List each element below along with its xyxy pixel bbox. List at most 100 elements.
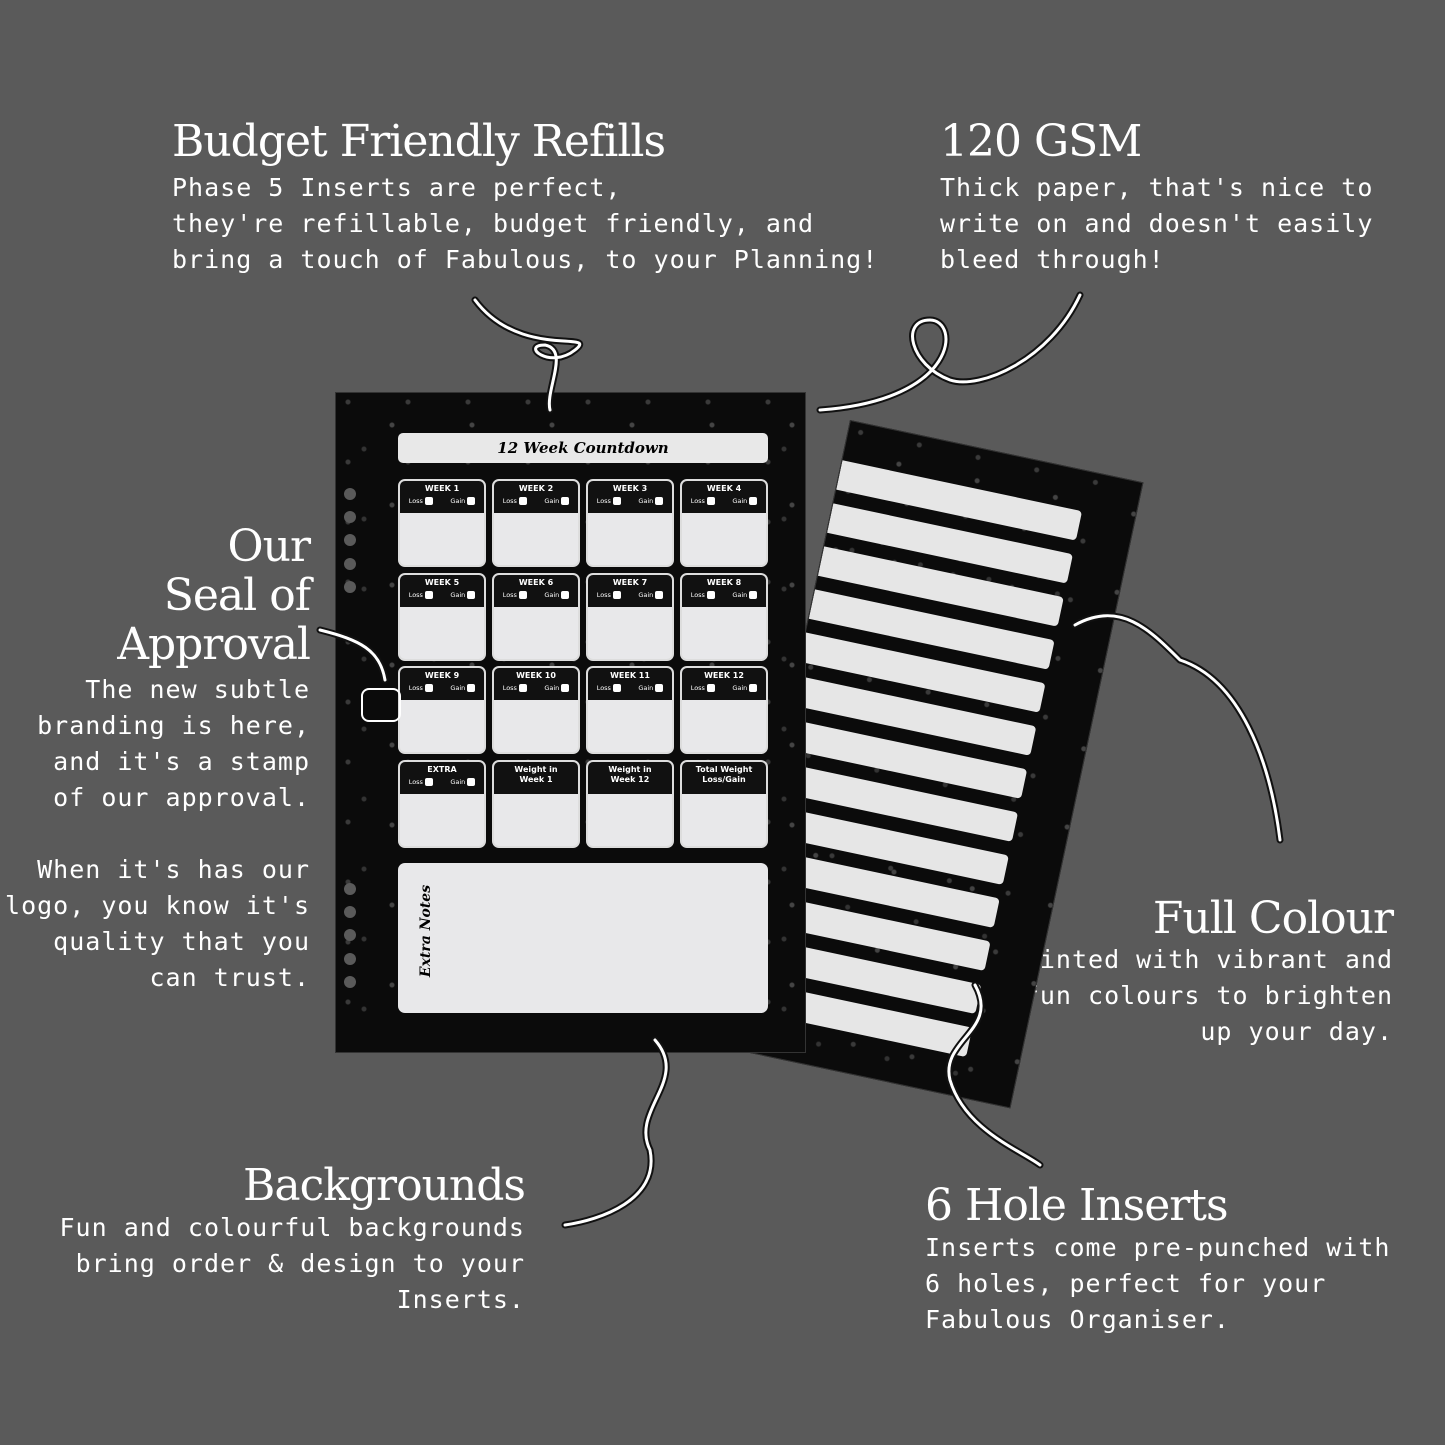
week-cell: EXTRA Loss Gain: [398, 759, 486, 848]
line: Seal of: [163, 570, 311, 621]
line: bring a touch of Fabulous, to your Plann…: [172, 245, 879, 274]
text-budget: Phase 5 Inserts are perfect, they're ref…: [172, 170, 878, 278]
extra-notes-box: Extra Notes: [398, 863, 768, 1013]
gain-checkbox[interactable]: Gain: [732, 683, 757, 693]
gain-checkbox[interactable]: Gain: [638, 590, 663, 600]
line: Approval: [117, 619, 311, 670]
text-seal: The new subtle branding is here, and it'…: [5, 672, 310, 996]
line: write on and doesn't easily: [940, 209, 1374, 238]
punch-hole: [344, 534, 356, 546]
loss-checkbox[interactable]: Loss: [503, 590, 527, 600]
week-cell: WEEK 4 Loss Gain: [680, 479, 768, 567]
gain-checkbox[interactable]: Gain: [732, 496, 757, 506]
week-label: WEEK 9: [424, 671, 460, 680]
week-label: Total Weight Loss/Gain: [695, 764, 753, 784]
loss-checkbox[interactable]: Loss: [691, 590, 715, 600]
week-cell: Weight in Week 12: [586, 759, 674, 848]
loss-gain-checkboxes: Loss Gain: [588, 683, 672, 693]
text-colour: Printed with vibrant and fun colours to …: [1008, 942, 1393, 1050]
week-label: WEEK 11: [610, 671, 650, 680]
gain-checkbox[interactable]: Gain: [544, 683, 569, 693]
line: they're refillable, budget friendly, and: [172, 209, 815, 238]
line: up your day.: [1200, 1017, 1393, 1046]
loss-checkbox[interactable]: Loss: [597, 496, 621, 506]
gain-checkbox[interactable]: Gain: [638, 496, 663, 506]
loss-checkbox[interactable]: Loss: [503, 683, 527, 693]
week-cell-header: EXTRA Loss Gain: [400, 761, 484, 794]
week-label: WEEK 5: [424, 577, 460, 587]
week-cell: Weight in Week 1: [492, 759, 580, 848]
punch-hole: [344, 883, 356, 895]
week-cell: WEEK 9 Loss Gain: [398, 666, 486, 754]
line: and it's a stamp: [53, 747, 310, 776]
punch-hole: [344, 558, 356, 570]
heading-gsm: 120 GSM: [940, 116, 1142, 167]
week-cell-header: WEEK 12 Loss Gain: [682, 668, 766, 700]
loss-gain-checkboxes: Loss Gain: [494, 496, 578, 506]
line: can trust.: [149, 963, 310, 992]
week-cell-header: WEEK 10 Loss Gain: [494, 668, 578, 700]
loss-gain-checkboxes: Loss Gain: [400, 590, 484, 600]
loss-checkbox[interactable]: Loss: [503, 496, 527, 506]
loss-checkbox[interactable]: Loss: [597, 683, 621, 693]
loss-checkbox[interactable]: Loss: [597, 590, 621, 600]
heading-budget: Budget Friendly Refills: [172, 116, 666, 167]
line: quality that you: [53, 927, 310, 956]
gain-checkbox[interactable]: Gain: [450, 496, 475, 506]
week-label: Weight in Week 12: [608, 764, 652, 784]
loss-gain-checkboxes: Loss Gain: [400, 777, 484, 787]
week-cell-header: WEEK 1 Loss Gain: [400, 481, 484, 513]
punch-hole: [344, 976, 356, 988]
punch-hole: [344, 929, 356, 941]
week-label: WEEK 12: [704, 671, 744, 680]
line: 6 holes, perfect for your: [925, 1269, 1327, 1298]
punch-hole: [344, 511, 356, 523]
week-cell-header: WEEK 11 Loss Gain: [588, 668, 672, 700]
planner-title: 12 Week Countdown: [398, 433, 768, 463]
loss-checkbox[interactable]: Loss: [409, 496, 433, 506]
line: bring order & design to your: [75, 1249, 525, 1278]
line: logo, you know it's: [5, 891, 310, 920]
week-cell-header: WEEK 6 Loss Gain: [494, 574, 578, 607]
week-cell-header: WEEK 5 Loss Gain: [400, 574, 484, 607]
line: Inserts.: [396, 1285, 525, 1314]
gain-checkbox[interactable]: Gain: [544, 590, 569, 600]
week-cell: Total Weight Loss/Gain: [680, 759, 768, 848]
week-cell-header: WEEK 9 Loss Gain: [400, 668, 484, 700]
loss-gain-checkboxes: Loss Gain: [494, 590, 578, 600]
gain-checkbox[interactable]: Gain: [450, 590, 475, 600]
loss-checkbox[interactable]: Loss: [409, 777, 433, 787]
punch-hole: [344, 906, 356, 918]
loss-checkbox[interactable]: Loss: [409, 683, 433, 693]
gain-checkbox[interactable]: Gain: [638, 683, 663, 693]
heading-colour: Full Colour: [1152, 893, 1394, 944]
loss-checkbox[interactable]: Loss: [691, 683, 715, 693]
loss-gain-checkboxes: Loss Gain: [588, 590, 672, 600]
loss-gain-checkboxes: Loss Gain: [682, 496, 766, 506]
punch-hole: [344, 953, 356, 965]
line: Printed with vibrant and: [1007, 945, 1393, 974]
gain-checkbox[interactable]: Gain: [450, 683, 475, 693]
line: branding is here,: [37, 711, 310, 740]
gain-checkbox[interactable]: Gain: [732, 590, 757, 600]
loss-gain-checkboxes: Loss Gain: [494, 683, 578, 693]
week-cell-header: Weight in Week 12: [588, 761, 672, 794]
loss-gain-checkboxes: Loss Gain: [682, 683, 766, 693]
loss-checkbox[interactable]: Loss: [691, 496, 715, 506]
week-label: WEEK 1: [424, 484, 460, 493]
week-label: WEEK 10: [516, 671, 556, 680]
week-label: EXTRA: [427, 764, 457, 774]
line: Our: [227, 521, 311, 572]
week-label: WEEK 4: [706, 484, 742, 493]
gain-checkbox[interactable]: Gain: [544, 496, 569, 506]
loss-checkbox[interactable]: Loss: [409, 590, 433, 600]
gain-checkbox[interactable]: Gain: [450, 777, 475, 787]
week-label: WEEK 6: [518, 577, 554, 587]
